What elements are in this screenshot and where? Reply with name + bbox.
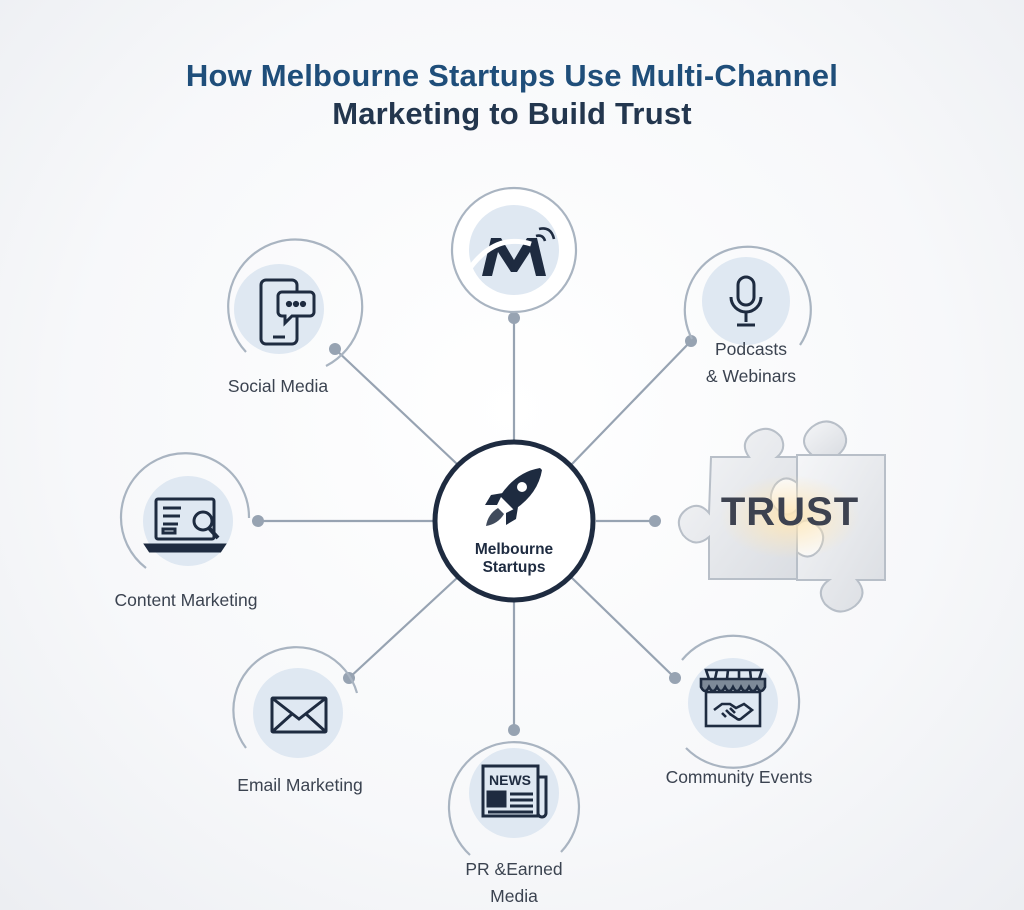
laptop-search-icon (143, 497, 227, 553)
rocket-icon (485, 468, 542, 526)
connector-email-marketing (348, 577, 458, 679)
connector-lines (258, 318, 692, 730)
puzzle-piece-right-top-tab (803, 420, 848, 456)
label-content-marketing: Content Marketing (114, 590, 258, 610)
node-content-marketing (119, 452, 251, 569)
label-community-events: Community Events (665, 767, 813, 787)
label-pr-earned-media: PR &Earned Media (465, 859, 563, 906)
envelope-icon (270, 696, 328, 734)
label-podcasts-webinars: Podcasts & Webinars (705, 339, 797, 386)
diagram-title-line-1: How Melbourne Startups Use Multi-Channel (185, 58, 839, 93)
label-email-marketing: Email Marketing (237, 775, 363, 795)
microphone-icon (729, 275, 763, 327)
connector-dots (252, 312, 697, 736)
node-email-marketing (232, 646, 359, 758)
m-logo-icon (467, 227, 556, 276)
trust-label: TRUST (720, 490, 860, 534)
hub-label: Melbourne Startups (474, 541, 554, 576)
newspaper-icon: NEWS (481, 764, 548, 819)
label-social-media: Social Media (227, 376, 329, 396)
svg-text:NEWS: NEWS (489, 772, 531, 788)
node-m-logo (450, 186, 578, 314)
connector-podcasts (571, 340, 692, 465)
node-podcasts (683, 245, 812, 346)
connector-social-media (334, 348, 458, 465)
connector-community-events (571, 577, 676, 679)
hub-node (432, 439, 596, 603)
storefront-handshake-icon (699, 668, 767, 728)
smartphone-chat-icon (259, 278, 316, 346)
node-pr-earned-media: NEWS (447, 741, 581, 856)
diagram-title-line-2: Marketing to Build Trust (332, 96, 692, 131)
trust-puzzle (677, 420, 886, 613)
node-social-media (227, 238, 364, 367)
node-community-events (681, 634, 801, 769)
